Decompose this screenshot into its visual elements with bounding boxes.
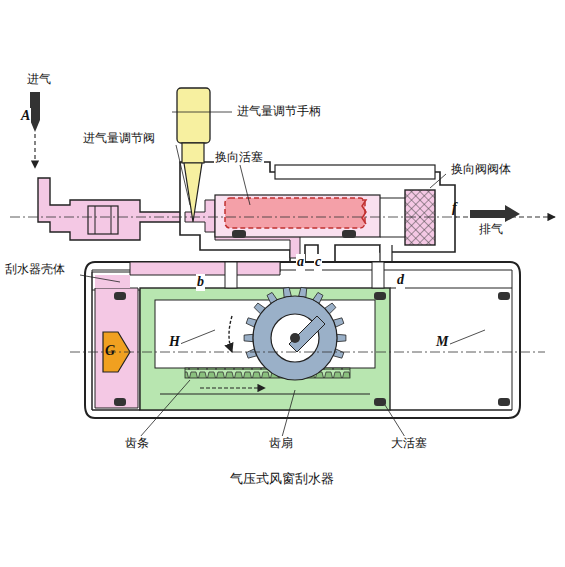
part-label: 齿扇 [268,436,294,450]
part-label: 大活塞 [390,436,428,450]
port-letter: M [435,334,449,351]
port-letter: A [20,108,31,125]
port-letter: G [105,343,115,360]
port-letter: d [396,272,405,289]
port-letter: a [296,254,305,271]
port-letter: c [314,254,322,271]
part-label: 进气量调节手柄 [236,104,322,118]
part-label: 换向阀阀体 [450,162,512,176]
part-label: 进气量调节阀 [82,131,156,145]
gear-sector [244,287,346,380]
part-label: 排气 [478,222,504,236]
part-label: 进气 [26,72,52,86]
part-label: 齿条 [124,436,150,450]
figure-caption: 气压式风窗刮水器 [230,470,334,488]
port-letter: b [196,274,205,291]
part-label: 换向活塞 [214,150,264,164]
part-label: 刮水器壳体 [4,262,66,276]
port-letter: f [452,200,457,217]
port-letter: H [168,334,181,351]
